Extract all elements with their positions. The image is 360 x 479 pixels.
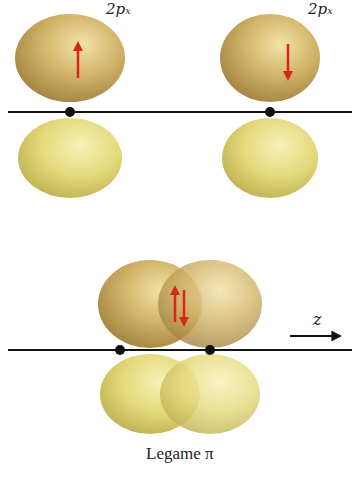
caption: Legame π <box>146 444 214 464</box>
axis-arrow <box>290 335 340 337</box>
orbital-lobe <box>160 354 260 434</box>
nucleus-dot <box>115 345 125 355</box>
spin-down-arrow <box>287 44 290 76</box>
orbital-lobe <box>222 118 318 198</box>
orbital-label: 2pₓ <box>308 0 332 18</box>
orbital-label: 2pₓ <box>106 0 130 18</box>
orbital-lobe <box>220 14 320 102</box>
spin-up-arrow <box>174 290 177 322</box>
nucleus-dot <box>265 107 275 117</box>
orbital-lobe <box>158 260 262 348</box>
separate-orbitals <box>8 14 352 198</box>
nucleus-dot <box>65 107 75 117</box>
spin-up-arrow <box>77 46 80 78</box>
axis-line <box>8 111 352 113</box>
orbital-lobe <box>15 14 125 102</box>
axis-label: z <box>313 310 321 329</box>
axis-line <box>8 349 352 351</box>
pi-bond-orbitals <box>8 260 352 434</box>
nucleus-dot <box>205 345 215 355</box>
orbital-lobe <box>18 118 122 198</box>
spin-down-arrow <box>183 290 186 322</box>
